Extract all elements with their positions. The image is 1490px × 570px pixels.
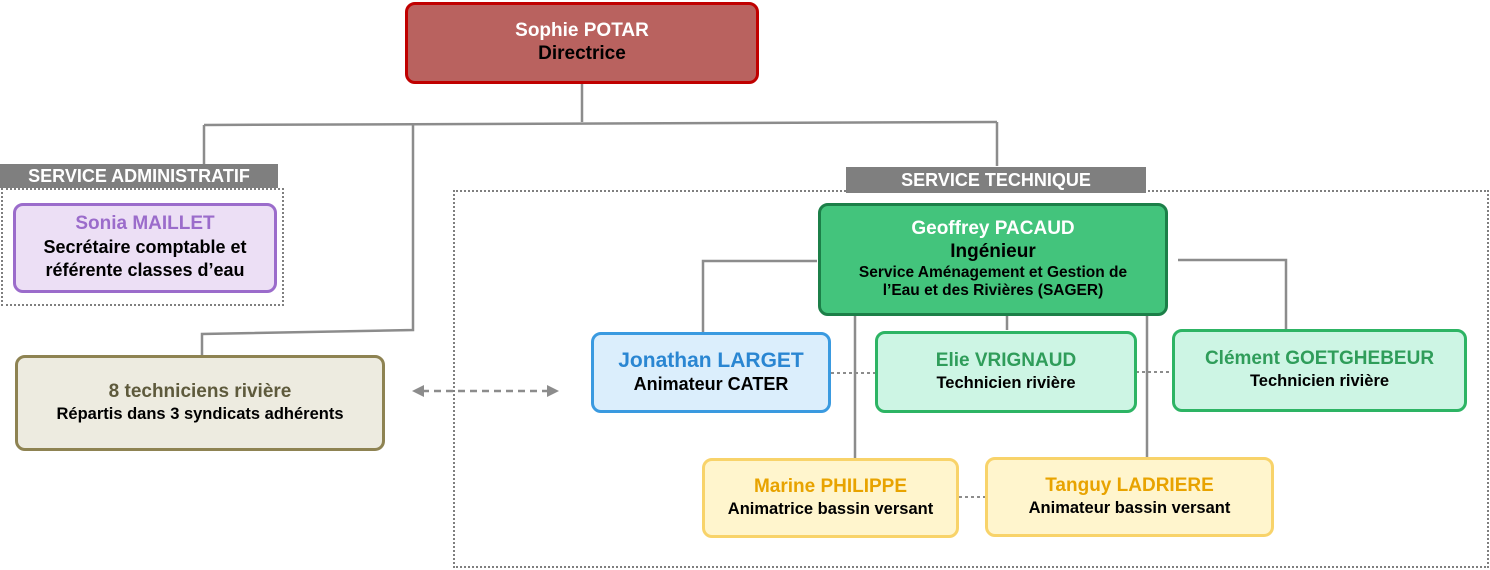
staff-role-philippe: Animatrice bassin versant xyxy=(727,499,934,518)
technicians-title: 8 techniciens rivière xyxy=(108,380,292,402)
technical-head-box: Geoffrey PACAUD Ingénieur Service Aménag… xyxy=(818,203,1168,316)
staff-role-goetghebeur: Technicien rivière xyxy=(1249,372,1390,391)
director-role: Directrice xyxy=(538,43,626,64)
arrow-head-left xyxy=(412,385,424,397)
staff-box-goetghebeur: Clément GOETGHEBEUR Technicien rivière xyxy=(1172,329,1467,412)
goetghebeur-connector xyxy=(1178,258,1288,330)
technicians-connector xyxy=(200,125,415,356)
technical-head-dept-line2: l’Eau et des Rivières (SAGER) xyxy=(882,282,1104,300)
admin-service-label: SERVICE ADMINISTRATIF xyxy=(0,164,278,188)
technicians-subtitle: Répartis dans 3 syndicats adhérents xyxy=(56,404,344,423)
staff-name-vrignaud: Elie VRIGNAUD xyxy=(935,349,1077,371)
technical-head-name: Geoffrey PACAUD xyxy=(911,218,1075,240)
staff-role-vrignaud: Technicien rivière xyxy=(936,373,1076,392)
arrow-head-right xyxy=(547,385,559,397)
staff-role-ladriere: Animateur bassin versant xyxy=(1028,498,1231,517)
admin-person-role-line1: Secrétaire comptable et xyxy=(43,237,247,257)
larget-connector xyxy=(701,259,817,332)
top-bus-line xyxy=(203,120,998,127)
staff-name-larget: Jonathan LARGET xyxy=(618,349,804,373)
admin-person-name: Sonia MAILLET xyxy=(75,213,215,235)
staff-name-ladriere: Tanguy LADRIERE xyxy=(1045,474,1214,496)
technical-service-label: SERVICE TECHNIQUE xyxy=(846,167,1146,193)
staff-box-larget: Jonathan LARGET Animateur CATER xyxy=(591,332,831,413)
director-name: Sophie POTAR xyxy=(515,20,649,42)
admin-service-frame xyxy=(1,188,284,306)
staff-role-larget: Animateur CATER xyxy=(633,374,789,395)
staff-box-philippe: Marine PHILIPPE Animatrice bassin versan… xyxy=(702,458,959,538)
admin-person-box: Sonia MAILLET Secrétaire comptable et ré… xyxy=(13,203,277,293)
staff-name-philippe: Marine PHILIPPE xyxy=(753,475,908,497)
staff-name-goetghebeur: Clément GOETGHEBEUR xyxy=(1204,348,1435,370)
director-box: Sophie POTAR Directrice xyxy=(405,2,759,84)
staff-box-ladriere: Tanguy LADRIERE Animateur bassin versant xyxy=(985,457,1274,537)
technicians-box: 8 techniciens rivière Répartis dans 3 sy… xyxy=(15,355,385,451)
technical-head-role: Ingénieur xyxy=(950,240,1036,262)
staff-box-vrignaud: Elie VRIGNAUD Technicien rivière xyxy=(875,331,1137,413)
technical-head-dept-line1: Service Aménagement et Gestion de xyxy=(858,263,1128,281)
admin-person-role-line2: référente classes d’eau xyxy=(45,260,245,281)
